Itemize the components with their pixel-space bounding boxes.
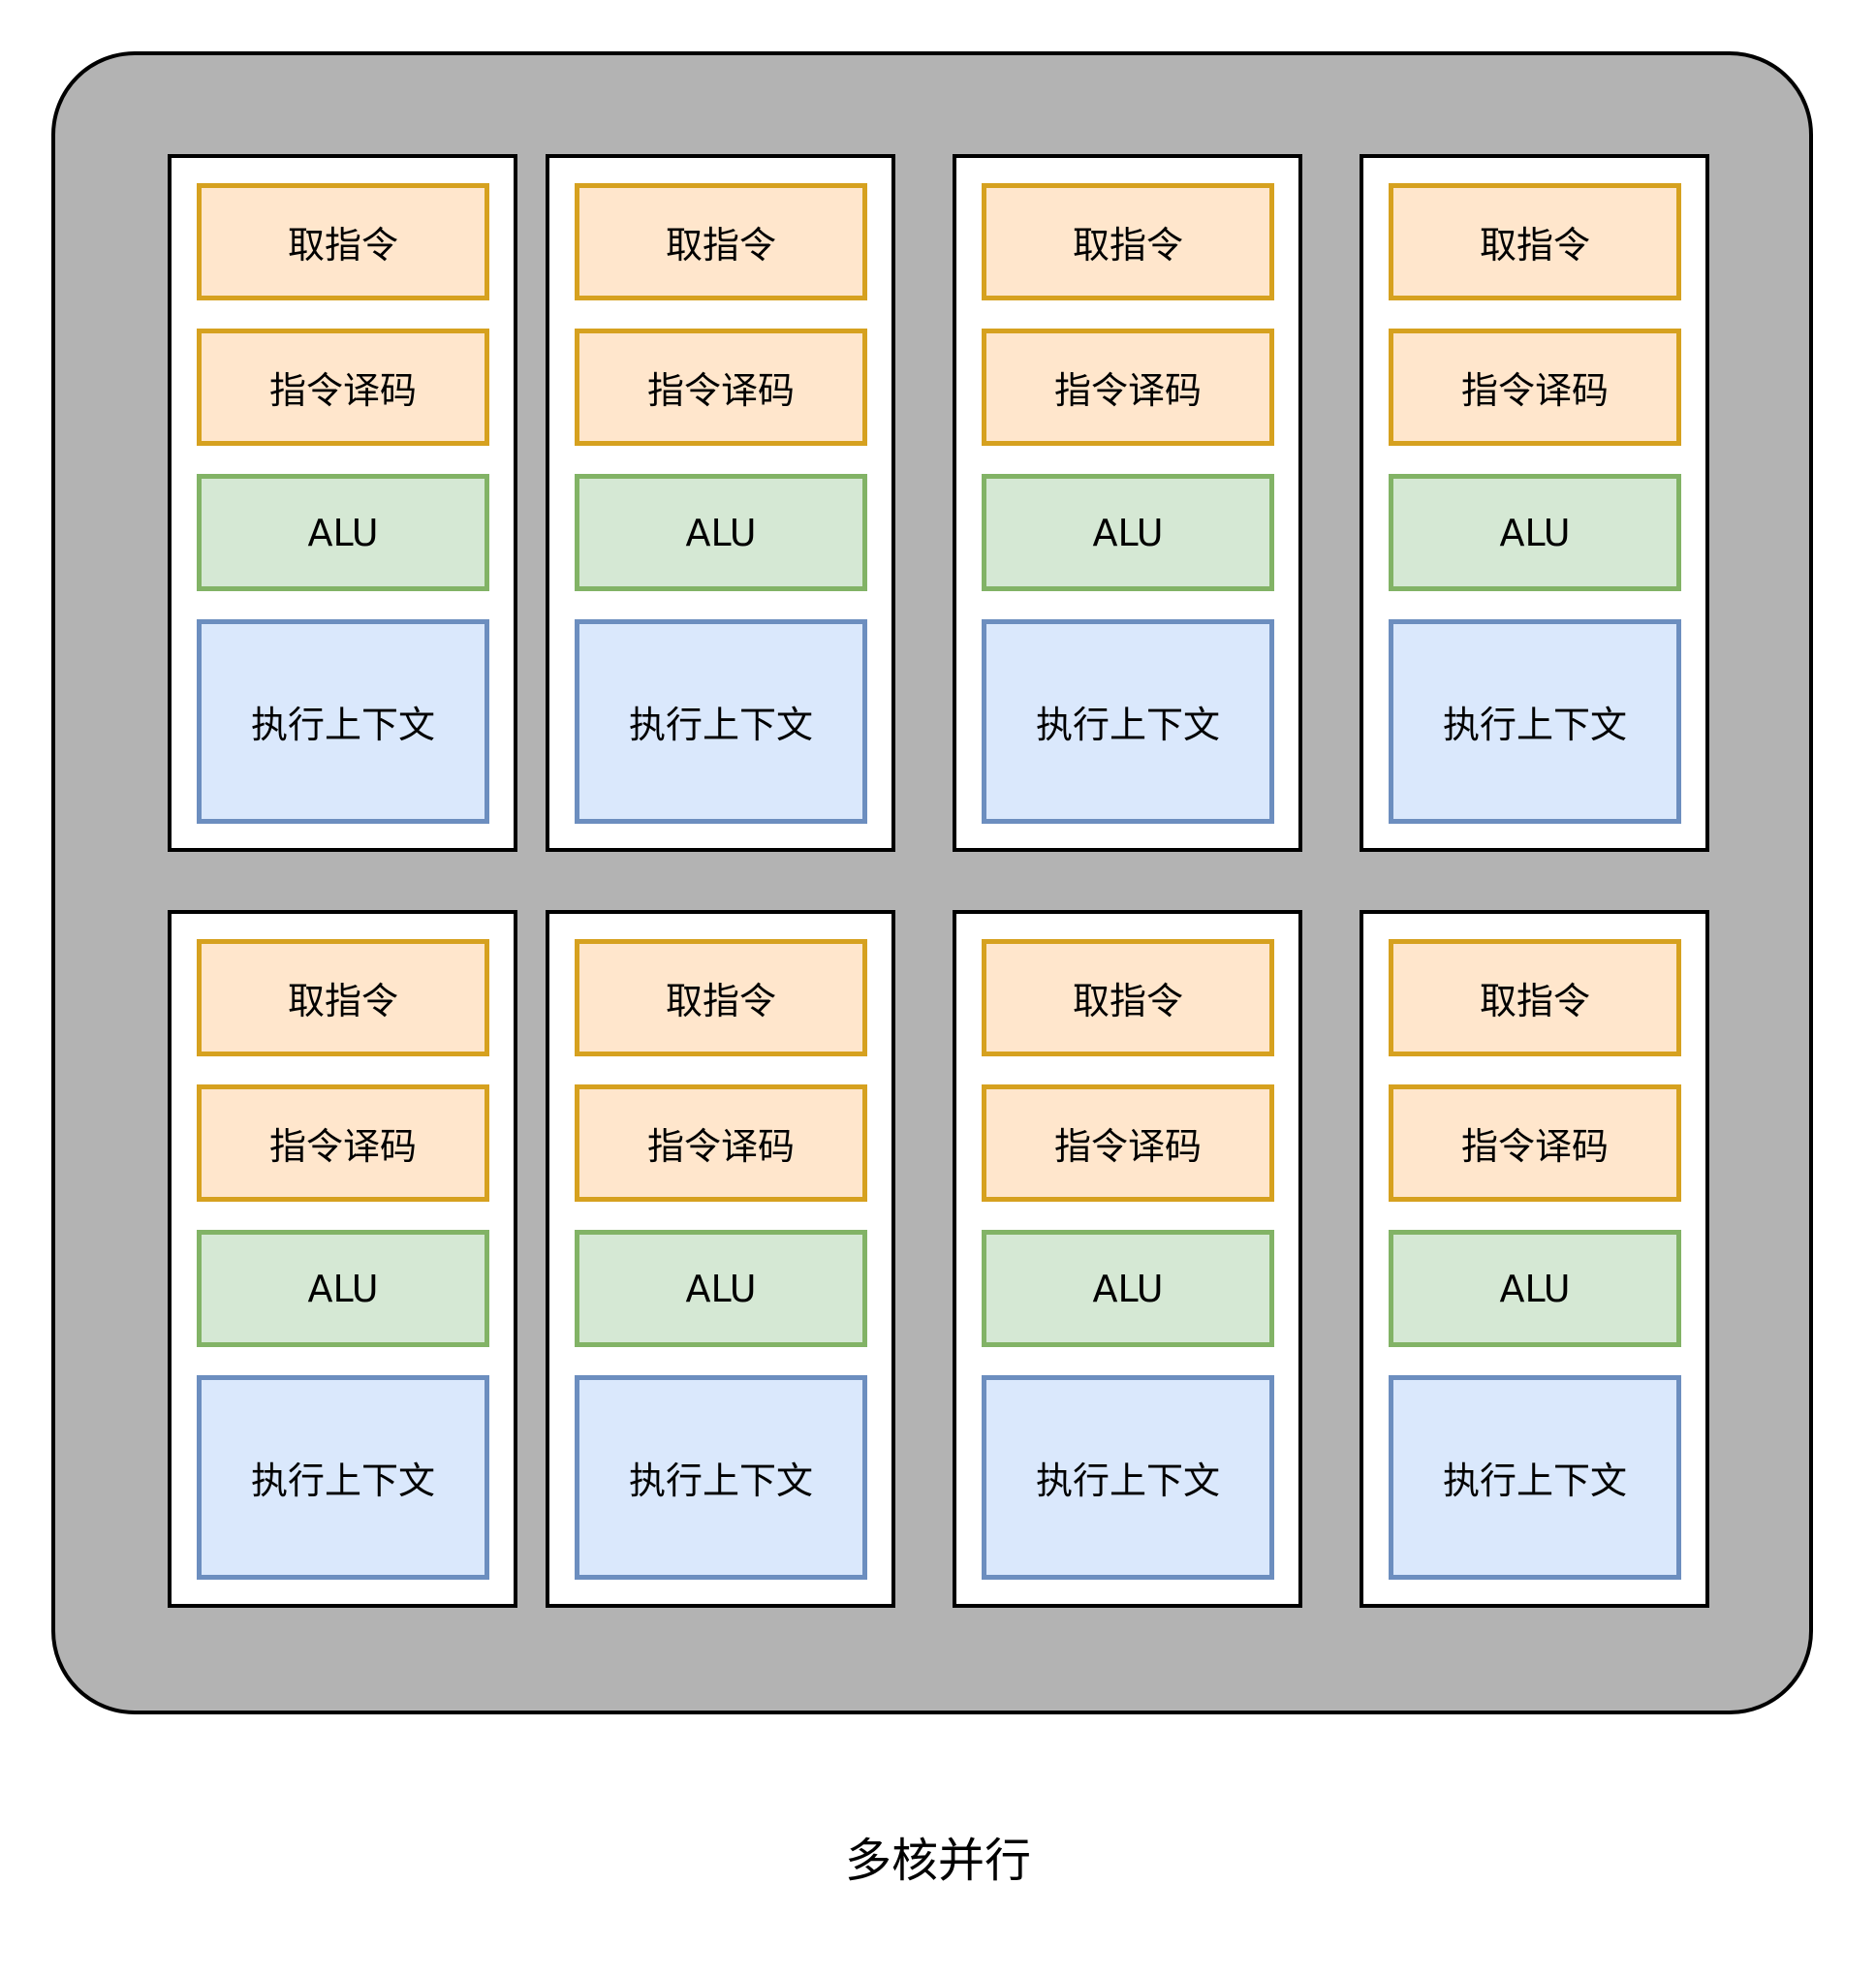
alu-stage: ALU <box>197 474 489 591</box>
alu-stage: ALU <box>197 1230 489 1347</box>
core-7: 取指令 指令译码 ALU 执行上下文 <box>953 910 1302 1608</box>
fetch-stage: 取指令 <box>575 939 867 1056</box>
core-3: 取指令 指令译码 ALU 执行上下文 <box>953 154 1302 852</box>
decode-stage: 指令译码 <box>575 329 867 446</box>
decode-stage: 指令译码 <box>197 1084 489 1202</box>
decode-stage: 指令译码 <box>1389 329 1681 446</box>
core-1: 取指令 指令译码 ALU 执行上下文 <box>168 154 517 852</box>
diagram-caption: 多核并行 <box>844 1834 1031 1888</box>
core-2: 取指令 指令译码 ALU 执行上下文 <box>546 154 895 852</box>
fetch-stage: 取指令 <box>982 939 1274 1056</box>
decode-stage: 指令译码 <box>1389 1084 1681 1202</box>
execution-context: 执行上下文 <box>982 1375 1274 1580</box>
alu-stage: ALU <box>575 474 867 591</box>
execution-context: 执行上下文 <box>1389 619 1681 824</box>
core-5: 取指令 指令译码 ALU 执行上下文 <box>168 910 517 1608</box>
execution-context: 执行上下文 <box>197 1375 489 1580</box>
execution-context: 执行上下文 <box>575 1375 867 1580</box>
fetch-stage: 取指令 <box>1389 939 1681 1056</box>
execution-context: 执行上下文 <box>1389 1375 1681 1580</box>
fetch-stage: 取指令 <box>197 183 489 300</box>
alu-stage: ALU <box>982 1230 1274 1347</box>
decode-stage: 指令译码 <box>197 329 489 446</box>
multicore-chip: 取指令 指令译码 ALU 执行上下文 取指令 指令译码 ALU 执行上下文 取指… <box>51 51 1813 1714</box>
alu-stage: ALU <box>575 1230 867 1347</box>
fetch-stage: 取指令 <box>575 183 867 300</box>
core-8: 取指令 指令译码 ALU 执行上下文 <box>1360 910 1709 1608</box>
core-6: 取指令 指令译码 ALU 执行上下文 <box>546 910 895 1608</box>
core-4: 取指令 指令译码 ALU 执行上下文 <box>1360 154 1709 852</box>
alu-stage: ALU <box>982 474 1274 591</box>
execution-context: 执行上下文 <box>982 619 1274 824</box>
alu-stage: ALU <box>1389 474 1681 591</box>
decode-stage: 指令译码 <box>982 1084 1274 1202</box>
fetch-stage: 取指令 <box>1389 183 1681 300</box>
fetch-stage: 取指令 <box>982 183 1274 300</box>
alu-stage: ALU <box>1389 1230 1681 1347</box>
decode-stage: 指令译码 <box>575 1084 867 1202</box>
fetch-stage: 取指令 <box>197 939 489 1056</box>
execution-context: 执行上下文 <box>197 619 489 824</box>
decode-stage: 指令译码 <box>982 329 1274 446</box>
execution-context: 执行上下文 <box>575 619 867 824</box>
